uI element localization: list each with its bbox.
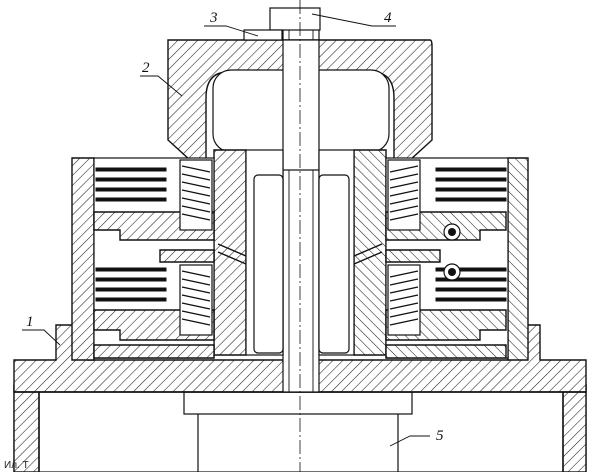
label-part-2: 2 [142, 60, 150, 76]
friction-plates-right-lower [435, 267, 507, 302]
label-part-4: 4 [384, 10, 392, 26]
label-part-3: 3 [209, 10, 218, 26]
label-part-5: 5 [436, 428, 444, 444]
upper-cover [167, 29, 433, 171]
spring-lower-left [179, 264, 213, 336]
top-nut [269, 7, 321, 31]
leader-lines [22, 13, 430, 447]
left-clutch-pack [71, 157, 215, 361]
friction-plates-upper [95, 167, 167, 202]
central-hub [213, 149, 387, 356]
spring-lower-right [387, 264, 421, 336]
spring-upper-left [179, 159, 213, 231]
right-clutch-pack [385, 157, 529, 361]
friction-plates-right-upper [435, 167, 507, 202]
ball-bearing-upper [443, 223, 461, 241]
ball-bearing-lower [443, 263, 461, 281]
label-part-1: 1 [26, 314, 34, 330]
figure-caption: Ил. Т [4, 460, 29, 471]
friction-plates-lower [95, 267, 167, 302]
washer [243, 29, 283, 41]
spring-upper-right [387, 159, 421, 231]
